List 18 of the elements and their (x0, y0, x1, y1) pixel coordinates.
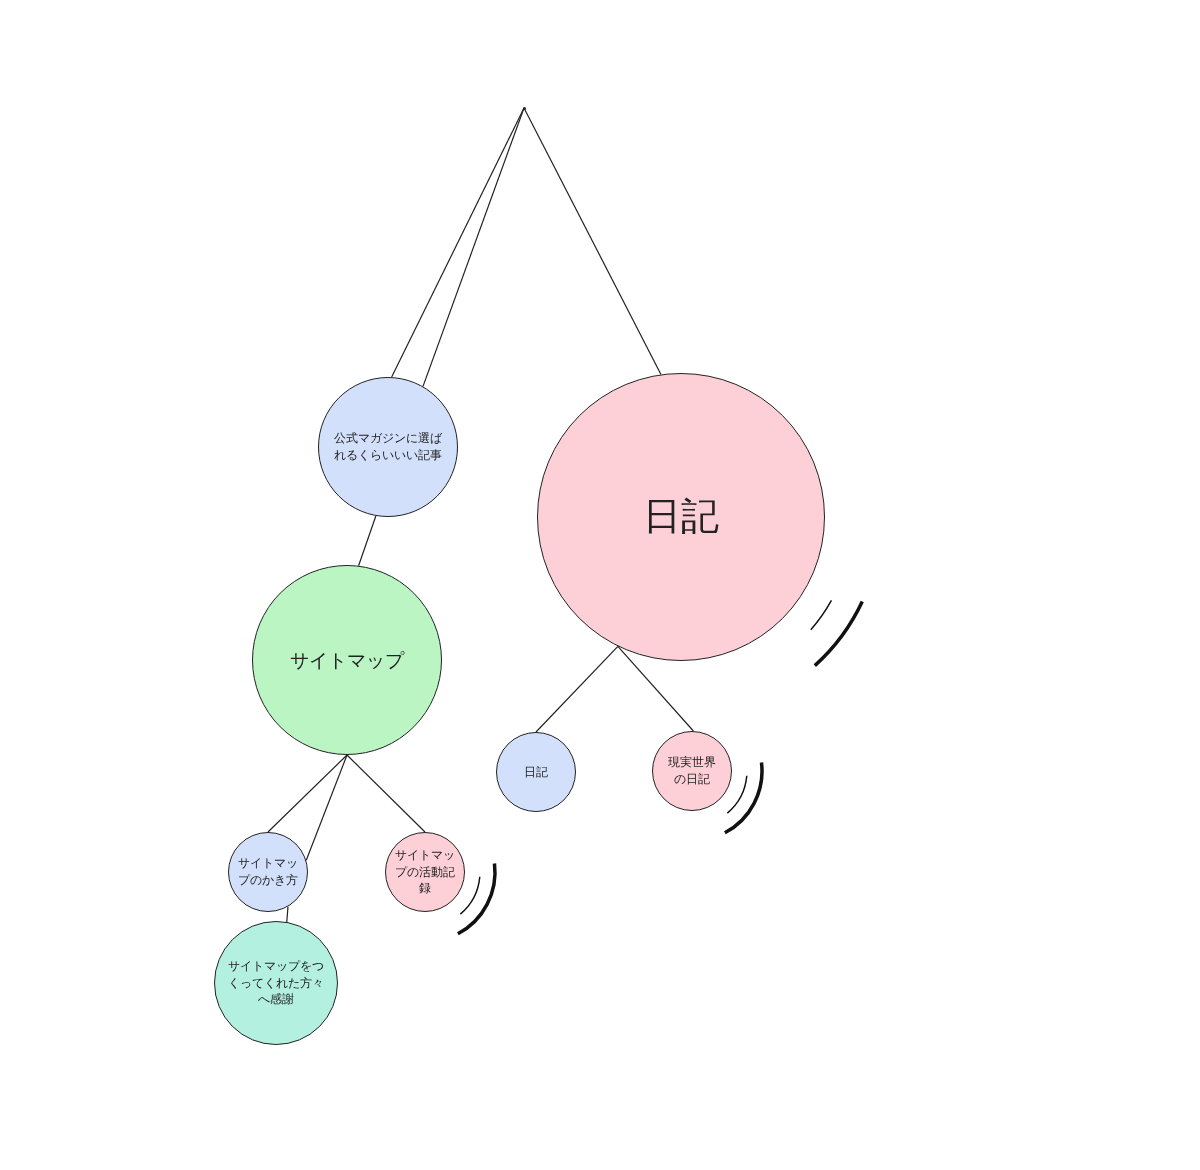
connector-line (267, 754, 348, 833)
topic-label: サイトマップのかき方 (237, 855, 299, 889)
connector-line (346, 754, 426, 833)
connector-line (617, 645, 694, 732)
topic-label: 日記 (642, 493, 720, 541)
connector-line (523, 107, 662, 375)
connector-line (305, 754, 348, 861)
connector-line (286, 906, 289, 923)
topic-label: サイトマップ (289, 647, 406, 673)
connector-line (422, 107, 525, 387)
topic-label: 日記 (523, 763, 549, 781)
connector-line (535, 645, 619, 733)
connector-line (357, 515, 377, 567)
topic-label: 現実世界の日記 (667, 754, 717, 788)
topic-label: サイトマップの活動記録 (394, 846, 456, 898)
junction-point (522, 106, 526, 110)
topic-label: サイトマップをつくってくれた方々へ感謝 (227, 957, 325, 1009)
topic-label: 公式マガジンに選ばれるくらいいい記事 (333, 430, 443, 464)
